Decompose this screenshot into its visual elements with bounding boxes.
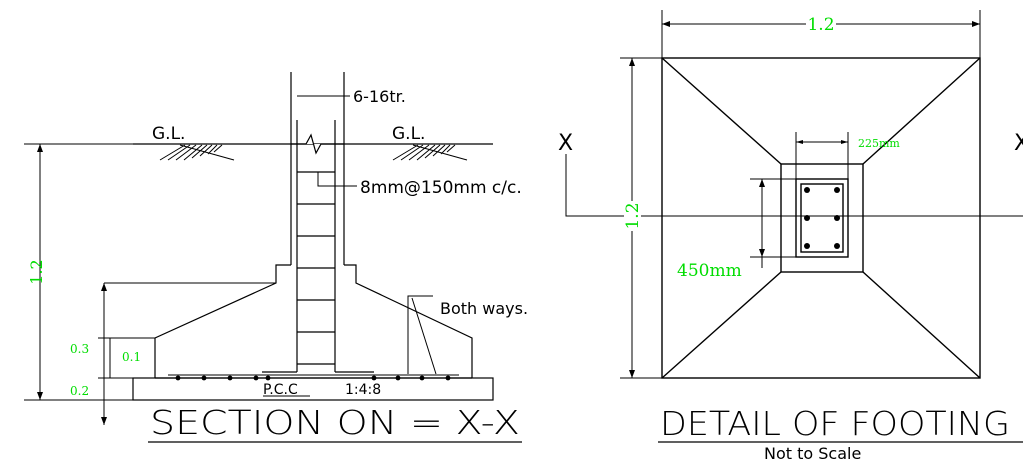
leader-both-ways: [407, 295, 433, 374]
detail-subtitle: Not to Scale: [764, 444, 861, 463]
footing-plan: [565, 10, 1023, 379]
detail-title: DETAIL OF FOOTING: [660, 404, 1010, 443]
pcc-mix-label: 1:4:8: [345, 382, 381, 398]
column-ties: [297, 171, 335, 365]
footing-base-outline: [661, 57, 981, 379]
section-mark-right: X: [1014, 131, 1023, 156]
ties-label: 8mm@150mm c/c.: [360, 178, 522, 198]
section-cut-line: [565, 154, 1023, 217]
footing-outline: [154, 264, 291, 378]
dim-thickness-text: 0.3: [70, 342, 89, 356]
ground-hatch-right: [392, 144, 468, 161]
column-width-text: 225mm: [858, 137, 900, 150]
section-view: [24, 72, 494, 425]
dim-pcc-text: 0.2: [70, 384, 89, 398]
section-mark-left: X: [558, 131, 573, 156]
gl-label-right: G.L.: [392, 124, 425, 144]
pcc-label: P.C.C: [263, 382, 298, 398]
pedestal-outline: [780, 163, 864, 273]
dim-width-text: 1.2: [807, 15, 834, 35]
ground-hatch-left: [159, 144, 235, 161]
dim-step-text: 0.1: [122, 350, 141, 364]
column-bars: [804, 187, 840, 249]
column-outline: [795, 178, 849, 258]
leader-ties: [317, 172, 357, 187]
dim-height-text: 1.2: [27, 259, 46, 284]
base-mesh-dots: [175, 375, 451, 381]
main-bars-label: 6-16tr.: [353, 87, 406, 106]
break-symbol: [291, 133, 344, 155]
pcc-bed: [132, 377, 494, 401]
section-title: SECTION ON = X-X: [150, 403, 520, 442]
both-ways-label: Both ways.: [440, 299, 528, 318]
column-depth-text: 450mm: [677, 261, 742, 281]
dim-depth-text: 1.2: [623, 202, 643, 229]
tie-outline: [800, 183, 844, 253]
gl-label-left: G.L.: [152, 124, 185, 144]
